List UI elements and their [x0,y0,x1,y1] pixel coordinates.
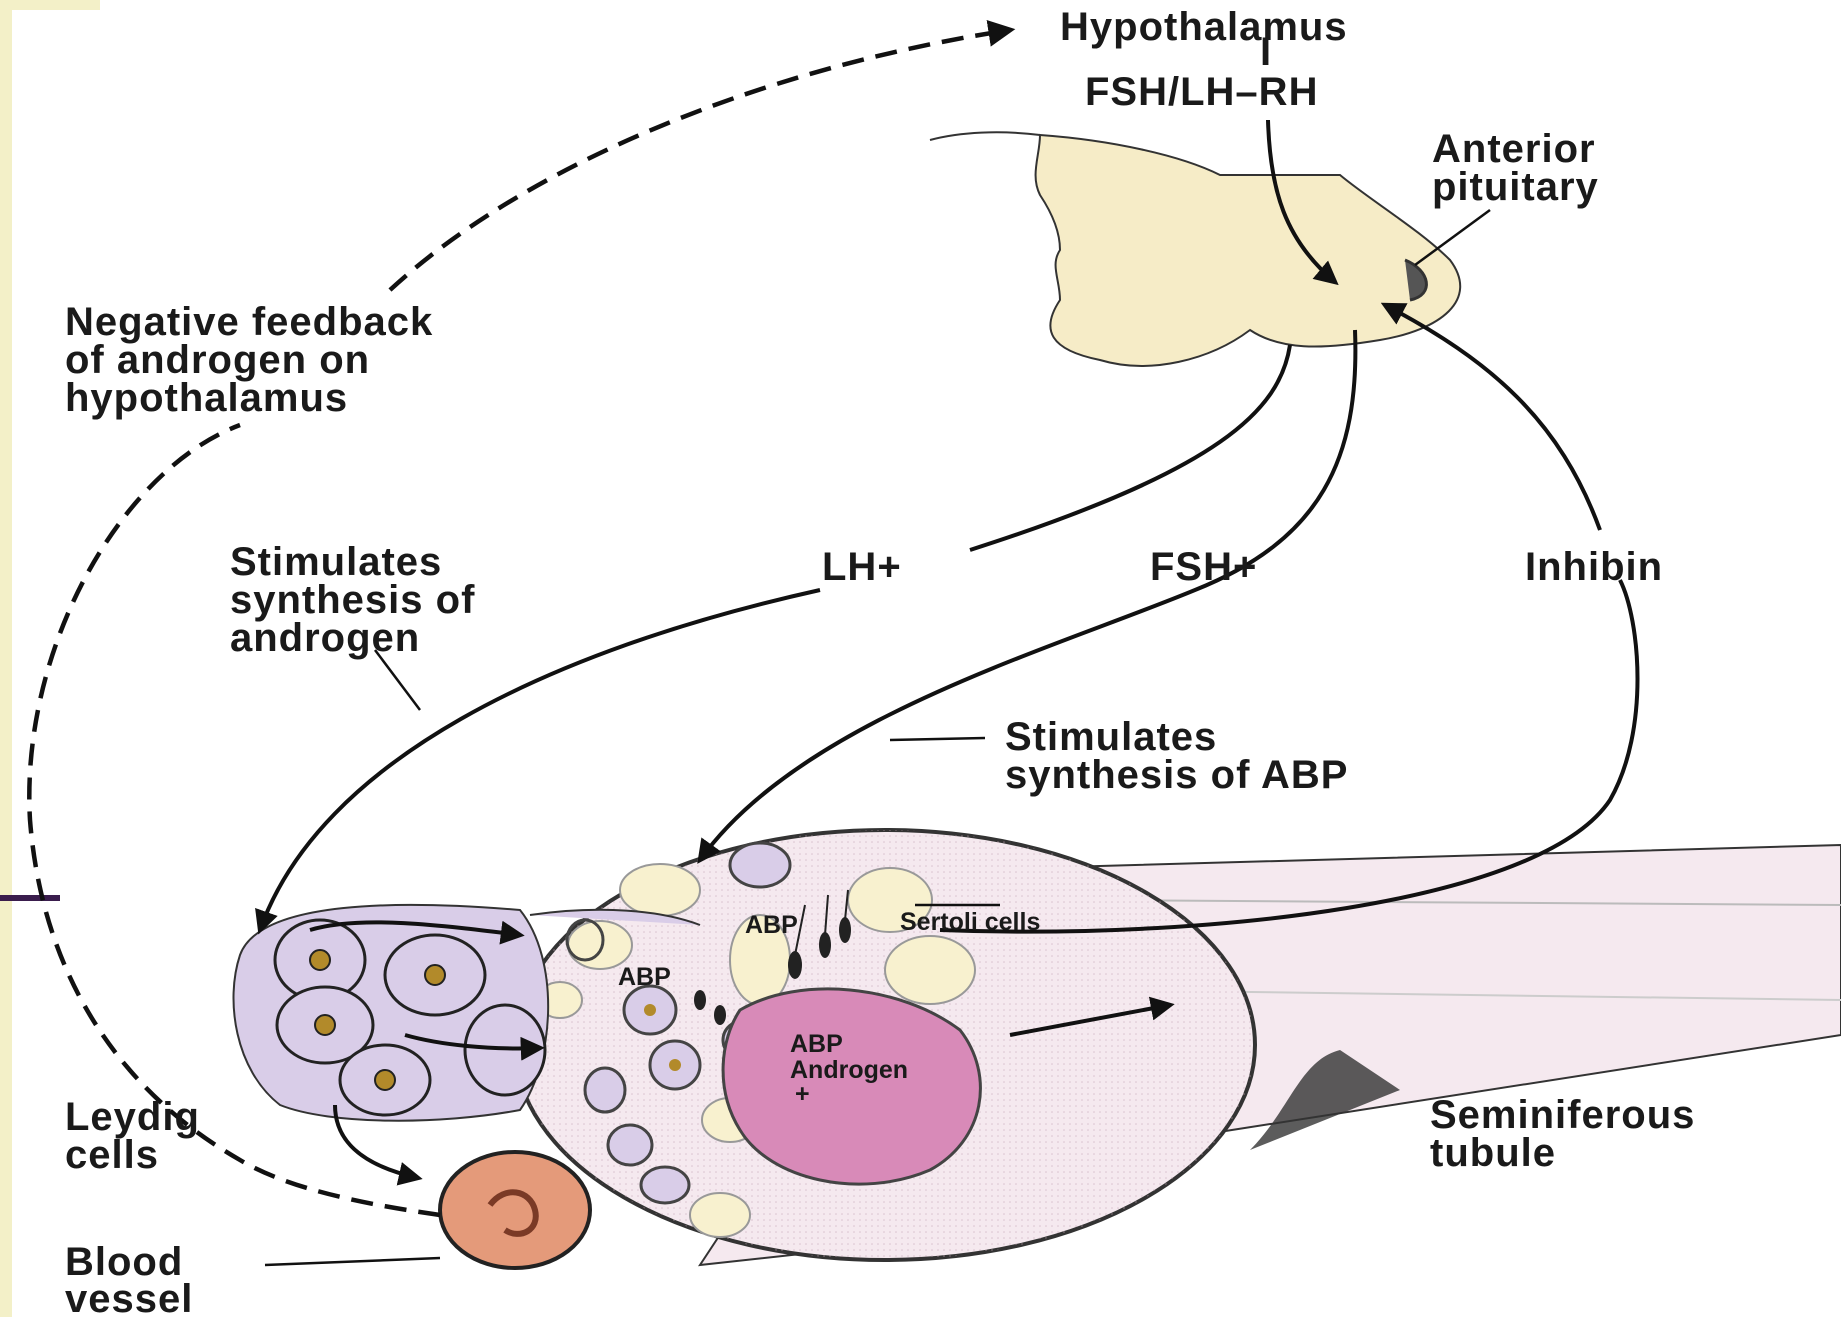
fsh-label: FSH+ [1150,545,1257,589]
leydig-label-line2: cells [65,1133,159,1177]
left-border-strip [0,0,12,1317]
hypothalamus-label: Hypothalamus [1060,5,1348,49]
hypothalamus-connector: I [1260,30,1272,74]
sertoli-cells-label: Sertoli cells [900,908,1040,936]
inhibin-arrow [940,305,1638,932]
abp-androgen-label-line1: ABP [790,1030,843,1058]
anterior-pituitary-shape [930,132,1460,366]
abp-label-2: ABP [618,963,671,991]
negative-feedback-label-line3: hypothalamus [65,376,348,420]
stimulates-abp-label-line2: synthesis of ABP [1005,753,1348,797]
lh-label: LH+ [822,545,902,589]
anterior-pituitary-leader [1415,210,1490,265]
abp-androgen-region [723,989,980,1184]
blood-vessel-shape [440,1152,590,1268]
anterior-pituitary-label-line2: pituitary [1432,165,1599,209]
releasing-hormone-label: FSH/LH–RH [1085,70,1318,114]
blood-vessel-leader [265,1258,440,1265]
seminiferous-tubule-label-line2: tubule [1430,1131,1556,1175]
stimulates-androgen-label-line3: androgen [230,616,420,660]
abp-label-1: ABP [745,911,798,939]
blood-vessel-label-line2: vessel [65,1277,193,1317]
slide-accent-line [0,895,60,901]
abp-androgen-label-line3: + [795,1080,810,1108]
stimulates-abp-leader [890,738,985,740]
inhibin-label: Inhibin [1525,545,1663,589]
top-left-bar [0,0,100,10]
